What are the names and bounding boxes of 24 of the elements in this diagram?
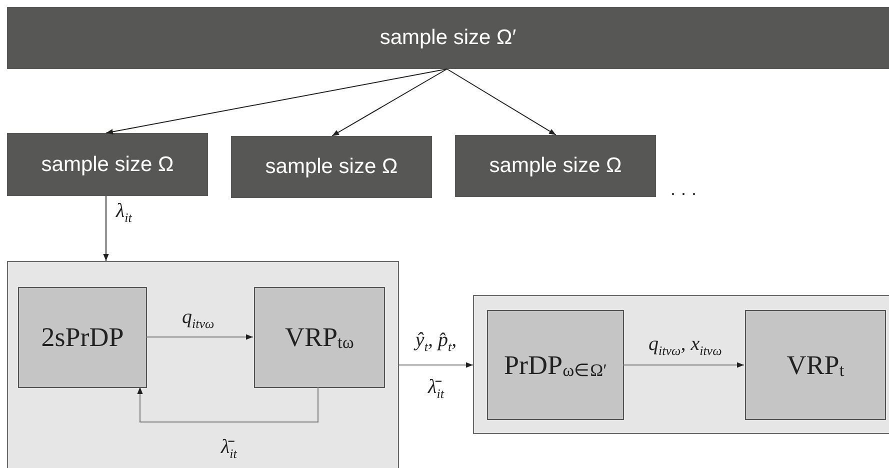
edge-label: q$_{itvω}$: [182, 306, 214, 330]
arrow: [446, 68, 556, 136]
sample-size-box: sample size Ω: [231, 136, 432, 198]
process-box: VRP$_{t}$: [745, 310, 886, 420]
arrow: [622, 362, 744, 368]
sample-size-box: sample size Ω′: [7, 7, 889, 69]
process-box: 2sPrDP: [18, 287, 147, 388]
container-box: [7, 261, 399, 468]
arrow: [332, 68, 448, 136]
arrow: [146, 334, 254, 340]
edge-label: λ$_{it}$: [116, 200, 132, 224]
arrow: [103, 196, 109, 262]
process-box: VRP$_{tω}$: [254, 287, 385, 388]
container-box: [473, 295, 889, 434]
ellipsis-text: · · ·: [670, 185, 697, 203]
edge-label: q$_{itvω}$, x$_{itvω}$: [648, 334, 722, 356]
arrow: [398, 362, 474, 368]
arrow: [137, 386, 318, 422]
edge-label: λ̄$_{it}$: [221, 436, 237, 460]
sample-size-box: sample size Ω: [455, 135, 656, 197]
arrow: [106, 68, 448, 134]
edge-label: ŷ$_{t}$, p̂$_{t}$, λ̄$_{it}$: [412, 328, 458, 403]
process-box: PrDP$_{ω∈Ω′}$: [487, 310, 624, 420]
sample-size-box: sample size Ω: [7, 133, 208, 196]
